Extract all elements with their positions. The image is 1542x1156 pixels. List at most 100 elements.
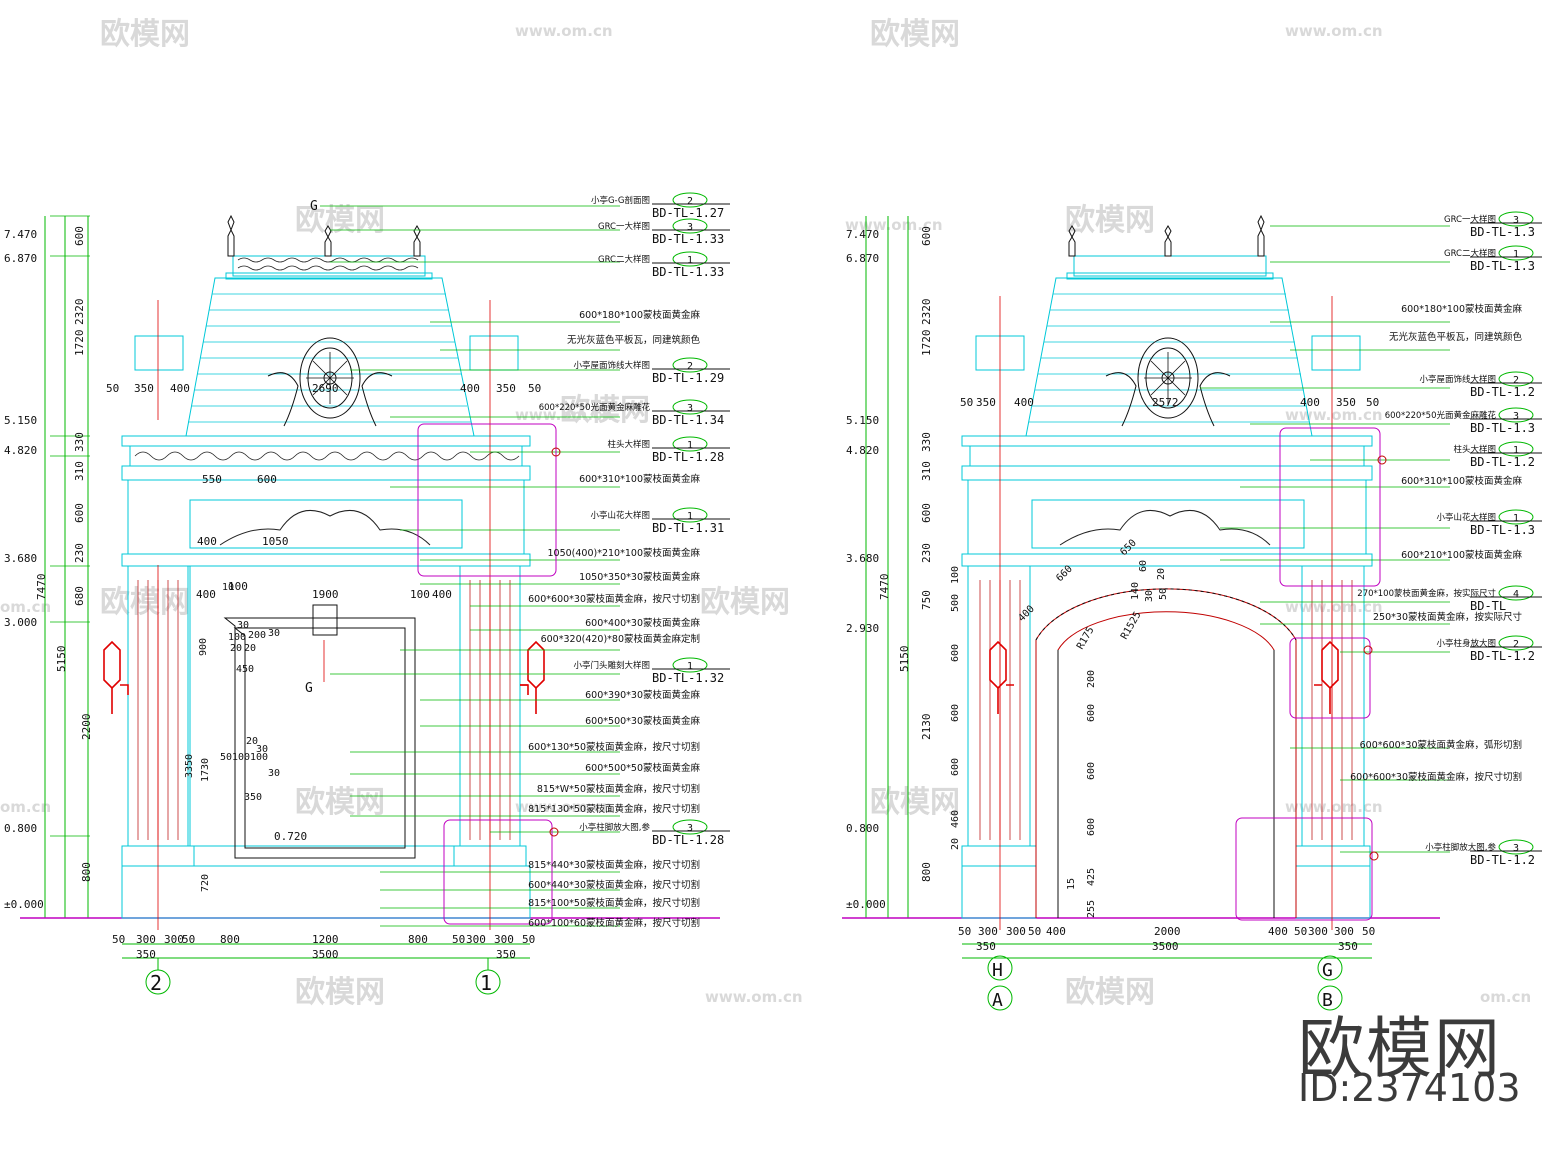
note-ref-sheet: BD-TL-1.28 xyxy=(652,450,724,464)
note-ref-number: 3 xyxy=(1513,411,1519,422)
note-ref-bubble xyxy=(672,357,708,373)
note-right: 小亭山花大样图 xyxy=(1436,512,1496,523)
inner-dimension-left: 20 xyxy=(230,643,242,654)
note-ref-number: 1 xyxy=(1513,445,1519,456)
bottom-dimension-right: 400 xyxy=(1046,925,1066,938)
bottom-dimension-left: 800 xyxy=(408,933,428,946)
note-ref-bubble xyxy=(1498,509,1534,525)
note-ref-number: 3 xyxy=(1513,843,1519,854)
vertical-dimension-left: 1720 xyxy=(73,330,86,357)
note-left: 小亭山花大样图 xyxy=(590,510,650,521)
bottom-total-left: 350 xyxy=(496,948,516,961)
watermark-site: 欧模网 xyxy=(1065,975,1155,1010)
inner-dimension-left: 100 xyxy=(232,752,250,763)
bottom-dimension-right: 50 xyxy=(1294,925,1307,938)
level-marker-left: ±0.000 xyxy=(4,898,44,911)
top-dimension-right: 2572 xyxy=(1152,396,1179,409)
note-ref-number: 1 xyxy=(1513,249,1519,260)
vertical-dimension-left: 7470 xyxy=(35,574,48,601)
watermark-site: 欧模网 xyxy=(295,975,385,1010)
top-dimension-right: 400 xyxy=(1300,396,1320,409)
note-ref-sheet: BD-TL-1.34 xyxy=(652,413,724,427)
section-mark-g: G xyxy=(310,199,318,214)
note-ref-sheet: BD-TL-1.2 xyxy=(1470,853,1535,867)
inner-dimension-left: 720 xyxy=(200,874,211,892)
top-dimension-left: 50 xyxy=(106,382,119,395)
level-marker-right: 5.150 xyxy=(846,414,879,427)
note-ref-bubble xyxy=(672,819,708,835)
arch-dimension-right: 50 xyxy=(1158,588,1169,600)
arch-dimension-right: 400 xyxy=(1016,604,1037,625)
arch-dimension-right: R1525 xyxy=(1119,610,1144,642)
watermark-site: 欧模网 xyxy=(1065,203,1155,238)
watermark-site: 欧模网 xyxy=(100,585,190,620)
note-ref-sheet: BD-TL-1.29 xyxy=(652,371,724,385)
note-right: 无光灰蓝色平板瓦，同建筑颜色 xyxy=(1389,331,1523,343)
top-dimension-left: 400 xyxy=(460,382,480,395)
level-mark-0720: 0.720 xyxy=(274,830,307,843)
annotation-text-layer: 7.4706.8705.1504.8203.6803.0000.800±0.00… xyxy=(4,192,1542,1011)
arch-dimension-right: 660 xyxy=(1054,564,1075,585)
door-dimension-right: 600 xyxy=(1086,818,1097,836)
note-left: 柱头大样图 xyxy=(607,439,650,450)
watermark-url: www.om.cn xyxy=(515,406,613,424)
note-right: 600*600*30蒙枝面黄金麻，弧形切割 xyxy=(1360,739,1522,751)
column-dimension-right: 460 xyxy=(950,810,961,828)
note-left: 600*220*50光面黄金麻雕花 xyxy=(539,402,651,413)
note-ref-sheet: BD-TL-1.33 xyxy=(652,265,724,279)
vertical-dimension-left: 230 xyxy=(73,543,86,563)
note-left: 815*130*50蒙枝面黄金麻，按尺寸切割 xyxy=(528,803,700,815)
level-marker-right: ±0.000 xyxy=(846,898,886,911)
bottom-dimension-left: 50 xyxy=(452,933,465,946)
note-left: 无光灰蓝色平板瓦，同建筑颜色 xyxy=(567,334,701,346)
note-ref-sheet: BD-TL-1.27 xyxy=(652,206,724,220)
axis-label-left-2: 2 xyxy=(150,971,162,995)
level-marker-right: 6.870 xyxy=(846,252,879,265)
watermark-site: 欧模网 xyxy=(295,785,385,820)
note-ref-bubble xyxy=(672,399,708,415)
column-dimension-right: 100 xyxy=(950,566,961,584)
level-marker-left: 0.800 xyxy=(4,822,37,835)
bottom-total-left: 350 xyxy=(136,948,156,961)
row-dimension-left: 550 xyxy=(202,473,222,486)
inner-dimension-left: 30 xyxy=(256,744,268,755)
top-dimension-left: 2690 xyxy=(312,382,339,395)
row-dimension-left: 1050 xyxy=(262,535,289,548)
section-mark-g: G xyxy=(305,681,313,696)
note-left: 小亭屋面饰线大样图 xyxy=(573,360,650,371)
note-left: 815*W*50蒙枝面黄金麻，按尺寸切割 xyxy=(537,783,700,795)
note-ref-sheet: BD-TL-1.2 xyxy=(1470,385,1535,399)
note-ref-sheet: BD-TL-1.3 xyxy=(1470,523,1535,537)
top-dimension-left: 350 xyxy=(496,382,516,395)
watermark-site: 欧模网 xyxy=(295,203,385,238)
top-dimension-right: 350 xyxy=(1336,396,1356,409)
bottom-dimension-left: 300 xyxy=(466,933,486,946)
column-dimension-right: 600 xyxy=(950,758,961,776)
note-ref-sheet: BD-TL-1.28 xyxy=(652,833,724,847)
arch-dimension-right: 20 xyxy=(1156,568,1167,580)
column-dimension-right: 500 xyxy=(950,594,961,612)
brand-logo-text: 欧模网 xyxy=(1298,1010,1502,1087)
watermark-url: www.om.cn xyxy=(515,22,613,40)
bottom-total-left: 3500 xyxy=(312,948,339,961)
note-ref-sheet: BD-TL-1.33 xyxy=(652,232,724,246)
note-ref-number: 3 xyxy=(687,823,693,834)
axis-label-right-h: H xyxy=(992,960,1003,981)
note-left: 600*130*50蒙枝面黄金麻，按尺寸切割 xyxy=(528,741,700,753)
note-ref-number: 1 xyxy=(687,440,693,451)
vertical-dimension-left: 5150 xyxy=(55,646,68,673)
inner-dimension-left: 20 xyxy=(246,736,258,747)
arch-dimension-right: 650 xyxy=(1118,538,1139,559)
bottom-dimension-right: 2000 xyxy=(1154,925,1181,938)
inner-dimension-left: 450 xyxy=(236,664,254,675)
note-ref-bubble xyxy=(1498,371,1534,387)
row-dimension-left: 400 xyxy=(432,588,452,601)
note-left: 600*500*50蒙枝面黄金麻 xyxy=(585,762,700,774)
top-dimension-right: 400 xyxy=(1014,396,1034,409)
vertical-dimension-left: 310 xyxy=(73,461,86,481)
bottom-total-right: 3500 xyxy=(1152,940,1179,953)
note-right: 600*310*100蒙枝面黄金麻 xyxy=(1401,475,1522,487)
note-left: 600*320(420)*80蒙枝面黄金麻定制 xyxy=(541,633,700,645)
note-left: 小亭门头雕刻大样图 xyxy=(573,660,650,671)
level-marker-right: 4.820 xyxy=(846,444,879,457)
